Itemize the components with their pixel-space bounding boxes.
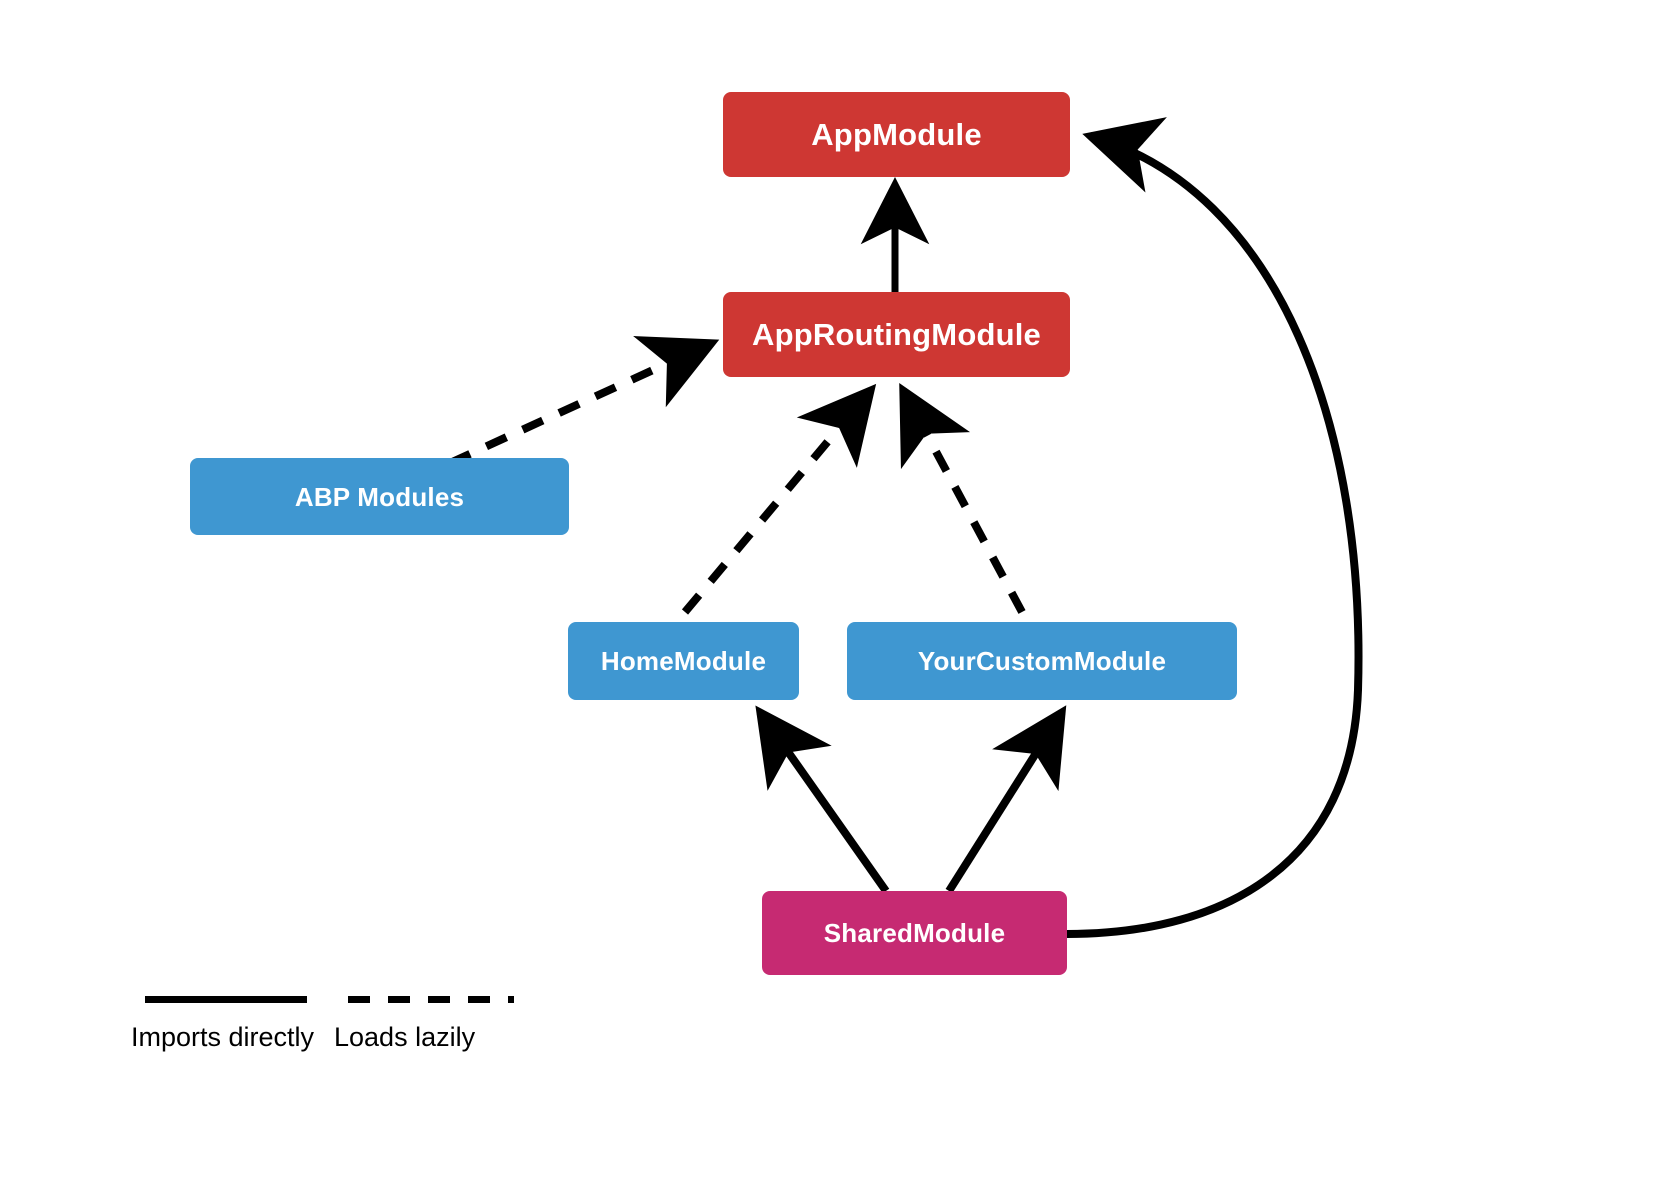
node-app-module[interactable]: AppModule <box>723 92 1070 177</box>
node-app-routing-module[interactable]: AppRoutingModule <box>723 292 1070 377</box>
edge-your-custom-module-to-app-routing <box>899 382 1026 614</box>
node-abp-modules-label: ABP Modules <box>294 481 465 512</box>
node-your-custom-module[interactable]: YourCustomModule <box>847 622 1237 700</box>
edge-abp-modules-to-app-routing <box>448 336 720 467</box>
node-abp-modules[interactable]: ABP Modules <box>190 458 569 535</box>
node-your-custom-module-label: YourCustomModule <box>917 646 1167 676</box>
node-app-routing-module-label: AppRoutingModule <box>751 317 1041 352</box>
node-home-module-label: HomeModule <box>600 646 767 676</box>
node-app-module-label: AppModule <box>811 117 982 152</box>
node-home-module[interactable]: HomeModule <box>568 622 799 700</box>
edge-shared-module-to-app-module <box>1066 117 1363 938</box>
edge-shared-module-to-home-module <box>755 705 890 894</box>
node-shared-module[interactable]: SharedModule <box>762 891 1067 975</box>
edge-home-module-to-app-routing <box>681 383 877 615</box>
edge-shared-module-to-your-custom-module <box>945 705 1067 894</box>
node-shared-module-label: SharedModule <box>823 918 1006 948</box>
